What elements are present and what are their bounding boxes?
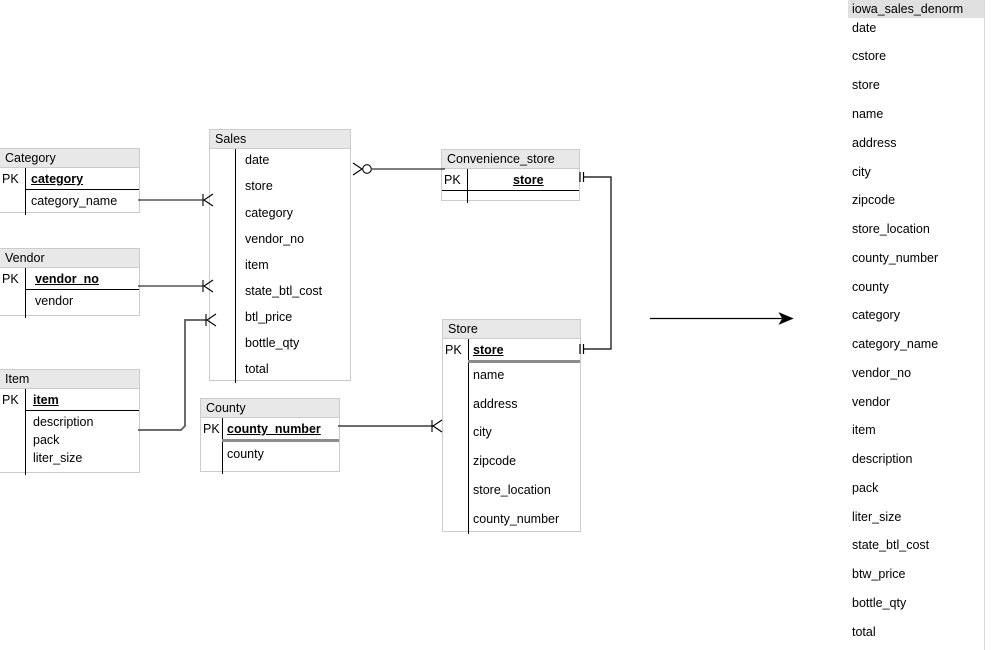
connector-item-sales[interactable] [138, 308, 217, 438]
entity-store-field-store_location: store_location [473, 483, 551, 497]
entity-category[interactable]: Category PK category category_name [0, 148, 140, 215]
column-item-county[interactable]: county [852, 280, 889, 294]
entity-sales-field-category: category [245, 206, 293, 220]
entity-store-title: Store [443, 320, 580, 339]
entity-category-pk-label: PK [2, 172, 19, 186]
entity-vendor-separator [25, 289, 139, 290]
column-item-liter_size[interactable]: liter_size [852, 510, 902, 524]
entity-category-field-category_name: category_name [31, 194, 118, 208]
entity-county-separator [222, 439, 339, 442]
entity-category-divider [25, 168, 26, 215]
entity-county-pk-field: county_number [227, 422, 321, 436]
entity-county[interactable]: County PK county_number county [200, 398, 340, 474]
column-item-store_location[interactable]: store_location [852, 222, 930, 236]
column-item-vendor[interactable]: vendor [852, 395, 891, 409]
entity-item-field-description: description [33, 415, 94, 429]
entity-county-divider [222, 418, 223, 474]
entity-sales-field-total: total [245, 362, 269, 376]
column-item-store[interactable]: store [852, 78, 880, 92]
entity-county-pk-label: PK [203, 422, 220, 436]
column-item-state_btl_cost[interactable]: state_btl_cost [852, 538, 930, 552]
entity-vendor-title: Vendor [0, 249, 139, 268]
column-item-county_number[interactable]: county_number [852, 251, 939, 265]
column-item-city[interactable]: city [852, 165, 871, 179]
entity-category-pk-field: category [31, 172, 84, 186]
entity-convenience-store[interactable]: Convenience_store PK store [441, 149, 580, 203]
entity-county-field-county: county [227, 447, 264, 461]
entity-store-field-name: name [473, 368, 505, 382]
entity-sales-field-date: date [245, 153, 270, 167]
entity-vendor-pk-label: PK [2, 272, 19, 286]
entity-store-field-zipcode: zipcode [473, 454, 517, 468]
column-item-category[interactable]: category [852, 308, 900, 322]
entity-item-title: Item [0, 370, 139, 389]
entity-convenience-store-pk-field: store [513, 173, 544, 187]
entity-item-field-pack: pack [33, 433, 60, 447]
entity-sales-field-state_btl_cost: state_btl_cost [245, 284, 323, 298]
entity-sales-field-item: item [245, 258, 269, 272]
entity-store[interactable]: Store PK store name address city zipcode… [442, 319, 581, 534]
entity-sales-field-btl_price: btl_price [245, 310, 293, 324]
column-item-category_name[interactable]: category_name [852, 337, 939, 351]
entity-store-pk-label: PK [445, 343, 462, 357]
connector-category-sales[interactable] [138, 190, 214, 212]
entity-store-pk-field: store [473, 343, 504, 357]
column-item-date[interactable]: date [852, 21, 877, 35]
entity-sales-divider [235, 149, 236, 383]
entity-sales-title: Sales [210, 130, 350, 149]
entity-store-separator [468, 360, 580, 363]
entity-item-pk-field: item [33, 393, 59, 407]
entity-item-divider [25, 389, 26, 475]
entity-sales-field-store: store [245, 179, 273, 193]
entity-item[interactable]: Item PK item description pack liter_size [0, 369, 140, 475]
entity-item-field-liter_size: liter_size [33, 451, 83, 465]
entity-convenience-store-separator [442, 190, 579, 191]
entity-sales[interactable]: Sales date store category vendor_no item… [209, 129, 351, 383]
column-item-address[interactable]: address [852, 136, 897, 150]
entity-item-separator [25, 410, 139, 411]
entity-vendor-pk-field: vendor_no [35, 272, 99, 286]
column-item-pack[interactable]: pack [852, 481, 879, 495]
entity-store-field-address: address [473, 397, 518, 411]
column-item-description[interactable]: description [852, 452, 913, 466]
column-item-total[interactable]: total [852, 625, 876, 639]
entity-store-field-county_number: county_number [473, 512, 560, 526]
column-item-name[interactable]: name [852, 107, 884, 121]
entity-category-title: Category [0, 149, 139, 168]
entity-vendor[interactable]: Vendor PK vendor_no vendor [0, 248, 140, 318]
entity-county-title: County [201, 399, 339, 418]
entity-sales-field-bottle_qty: bottle_qty [245, 336, 300, 350]
column-item-item[interactable]: item [852, 423, 876, 437]
entity-sales-field-vendor_no: vendor_no [245, 232, 305, 246]
column-item-zipcode[interactable]: zipcode [852, 193, 896, 207]
denormalized-table-title: iowa_sales_denorm [848, 0, 984, 18]
column-item-cstore[interactable]: cstore [852, 49, 887, 63]
entity-category-separator [25, 189, 139, 190]
connector-sales-convenience-store[interactable] [350, 158, 445, 198]
entity-convenience-store-pk-label: PK [444, 173, 461, 187]
column-item-vendor_no[interactable]: vendor_no [852, 366, 912, 380]
column-item-bottle_qty[interactable]: bottle_qty [852, 596, 907, 610]
column-item-btw_price[interactable]: btw_price [852, 567, 906, 581]
entity-vendor-field-vendor: vendor [35, 294, 74, 308]
connector-convenience-store-store[interactable] [578, 168, 618, 360]
entity-store-field-city: city [473, 425, 492, 439]
entity-convenience-store-title: Convenience_store [442, 150, 579, 169]
denormalized-table-panel[interactable]: iowa_sales_denorm date cstore store name… [848, 0, 985, 650]
connector-county-store[interactable] [338, 416, 443, 438]
entity-vendor-divider [25, 268, 26, 318]
connector-vendor-sales[interactable] [138, 276, 214, 298]
entity-item-pk-label: PK [2, 393, 19, 407]
denormalization-arrow [650, 312, 794, 325]
entity-convenience-store-divider [467, 169, 468, 203]
entity-store-divider [468, 339, 469, 534]
